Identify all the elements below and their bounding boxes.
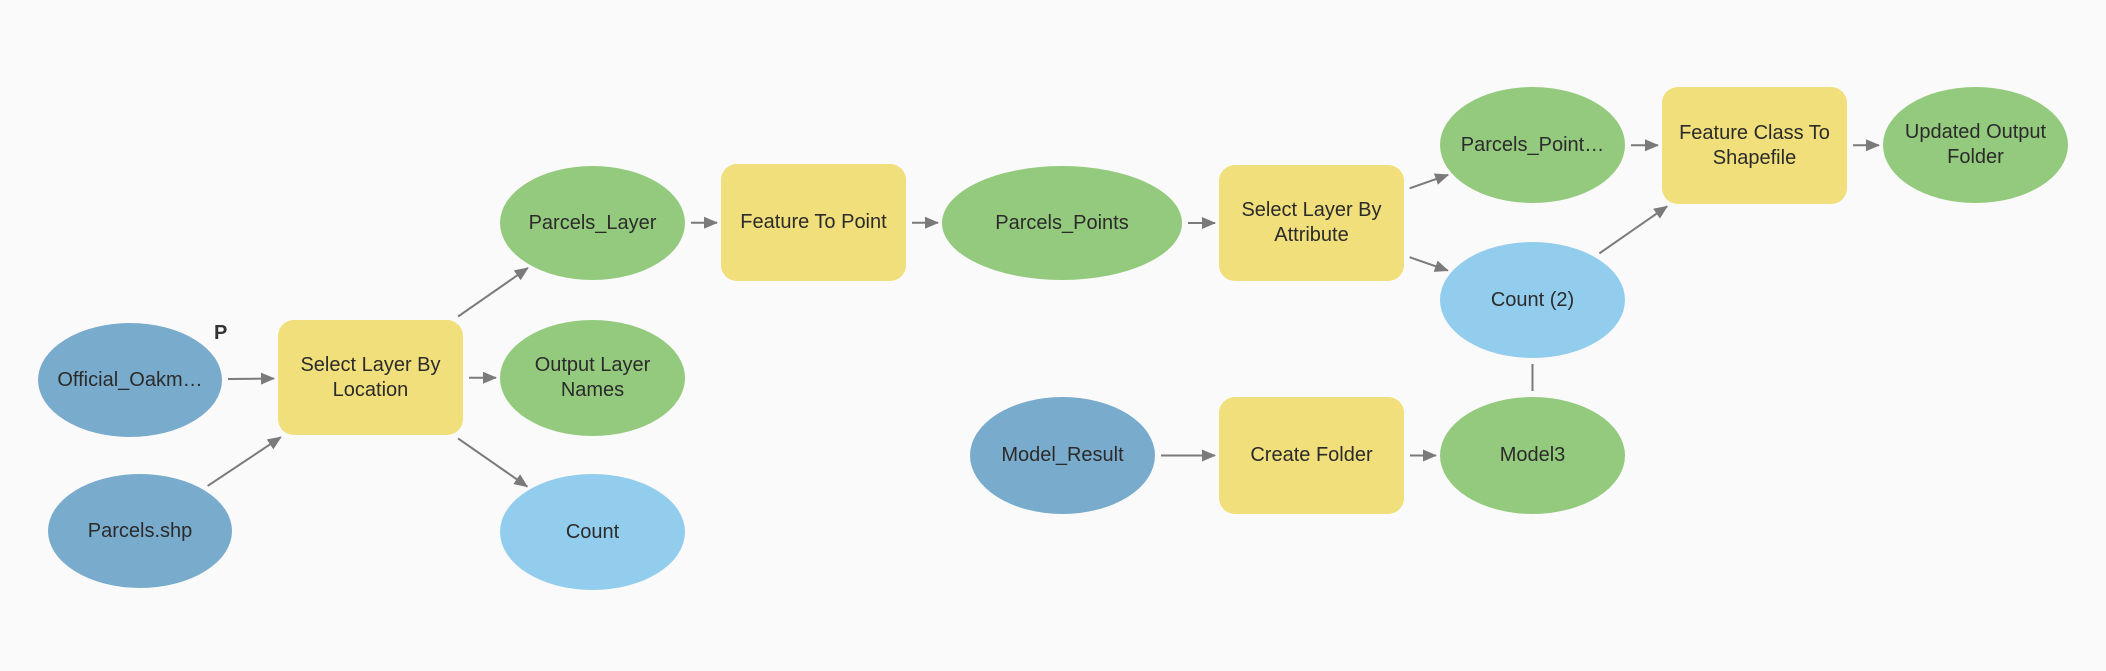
node-label: Parcels_Layer (528, 211, 657, 234)
derived-model3[interactable]: Model3 (1440, 397, 1625, 514)
connector-select_location-to-count (457, 437, 529, 488)
connector-parcels_shp-to-select_location (207, 436, 282, 487)
node-label: Count (2) (1490, 288, 1575, 311)
node-label: Count (565, 520, 620, 543)
input-model-result[interactable]: Model_Result (970, 397, 1155, 514)
input-official-oakm[interactable]: Official_Oakm… (38, 323, 222, 437)
connector-count2-to-fc_to_shapefile (1598, 205, 1668, 255)
node-label: Official_Oakm… (57, 368, 203, 391)
parameter-marker: P (214, 322, 228, 344)
node-label: Select Layer By Attribute (1241, 199, 1382, 246)
input-parcels-shp[interactable]: Parcels.shp (48, 474, 232, 588)
node-label: Model3 (1499, 444, 1566, 466)
tool-select-layer-by-location[interactable]: Select Layer By Location (278, 320, 463, 435)
node-label: Feature To Point (740, 211, 887, 233)
node-label: Parcels.shp (87, 519, 193, 542)
node-label: Model_Result (1001, 444, 1124, 466)
node-label: Parcels_Points (995, 211, 1129, 234)
node-label: Select Layer By Location (300, 353, 441, 401)
node-label: Output Layer Names (534, 354, 651, 401)
node-label: Feature Class To Shapefile (1679, 121, 1830, 169)
node-label: Create Folder (1250, 444, 1373, 466)
derived-output-layer-names[interactable]: Output Layer Names (500, 320, 685, 436)
tool-feature-to-point[interactable]: Feature To Point (721, 164, 906, 281)
connector-select_attribute-to-count2 (1409, 256, 1449, 272)
tool-feature-class-to-shapefile[interactable]: Feature Class To Shapefile (1662, 87, 1847, 204)
tool-create-folder[interactable]: Create Folder (1219, 397, 1404, 514)
variable-count[interactable]: Count (500, 474, 685, 590)
derived-parcels-point-2[interactable]: Parcels_Point… (1440, 87, 1625, 203)
derived-parcels-layer[interactable]: Parcels_Layer (500, 166, 685, 280)
tool-select-layer-by-attribute[interactable]: Select Layer By Attribute (1219, 165, 1404, 281)
node-label: Parcels_Point… (1460, 133, 1605, 156)
node-label: Updated Output Folder (1904, 121, 2047, 168)
connector-select_location-to-parcels_layer (457, 267, 529, 318)
variable-count-2[interactable]: Count (2) (1440, 242, 1625, 358)
derived-updated-output-folder[interactable]: Updated Output Folder (1883, 87, 2068, 203)
derived-parcels-points[interactable]: Parcels_Points (942, 166, 1182, 280)
connector-select_attribute-to-parcels_point2 (1409, 173, 1450, 190)
